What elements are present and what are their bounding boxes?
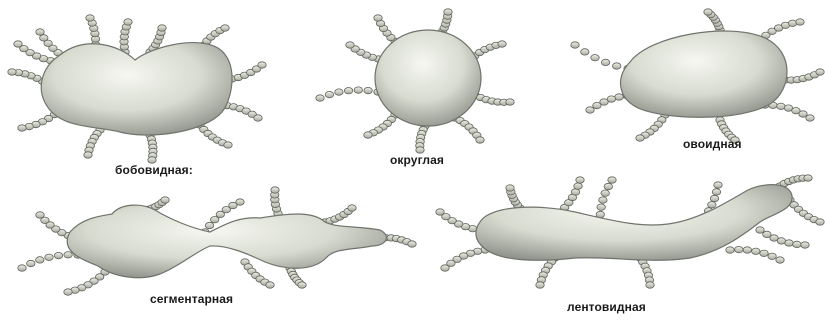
appendage-bead — [571, 42, 579, 48]
appendage-bead — [271, 187, 279, 193]
appendage-bead — [36, 29, 44, 35]
appendage-bead — [364, 87, 372, 93]
label-ribbon: лентовидная — [567, 300, 646, 314]
appendage-bead — [636, 135, 644, 141]
appendage-bead — [735, 246, 743, 252]
ovoid-particle — [571, 9, 824, 143]
label-ovoid: овоидная — [683, 137, 742, 151]
appendage-bead — [576, 177, 584, 183]
appendage-bead — [436, 209, 444, 215]
appendage-bead — [604, 183, 612, 189]
appendage-bead — [726, 247, 734, 253]
appendage-bead — [221, 25, 229, 31]
appendage-bead — [704, 9, 712, 15]
appendage-bead — [498, 41, 506, 47]
appendage-bead — [597, 204, 605, 210]
appendage-bead — [325, 91, 333, 97]
appendage-bead — [124, 19, 132, 25]
appendage-bead — [8, 69, 16, 75]
label-round: округлая — [390, 153, 444, 167]
appendage-bead — [714, 182, 722, 188]
bean-body — [41, 43, 232, 135]
appendage-bead — [608, 177, 616, 183]
appendage-bead — [36, 212, 44, 218]
appendage-bead — [258, 62, 266, 68]
appendage-bead — [54, 252, 62, 258]
appendage-bead — [506, 99, 514, 105]
appendage-bead — [205, 222, 213, 228]
round-particle — [316, 9, 514, 153]
appendage-bead — [316, 95, 324, 101]
appendage-bead — [804, 175, 812, 181]
appendage-bead — [254, 115, 262, 121]
appendage-bead — [346, 42, 354, 48]
appendage-bead — [760, 250, 768, 256]
appendage-bead — [776, 257, 784, 263]
appendage-bead — [36, 257, 44, 263]
appendage-bead — [768, 253, 776, 259]
appendage-bead — [777, 103, 785, 109]
appendage-bead — [18, 125, 26, 131]
appendage-bead — [161, 197, 169, 203]
appendage-bead — [806, 115, 814, 121]
appendage-bead — [298, 282, 306, 288]
appendage-bead — [586, 107, 594, 113]
appendage-bead — [224, 142, 232, 148]
appendage-bead — [801, 242, 809, 248]
appendage-bead — [354, 87, 362, 93]
appendage-bead — [752, 248, 760, 254]
appendage-bead — [601, 190, 609, 196]
appendage-bead — [796, 19, 804, 25]
appendage-bead — [591, 55, 599, 61]
bean-shaped-particle — [8, 15, 266, 163]
appendage-bead — [599, 197, 607, 203]
appendage-bead — [335, 89, 343, 95]
appendage-bead — [374, 15, 382, 21]
appendage-bead — [86, 15, 94, 21]
appendage-bead — [64, 252, 72, 258]
appendage-bead — [785, 240, 793, 246]
appendage-bead — [646, 282, 654, 288]
appendage-bead — [506, 185, 514, 191]
appendage-bead — [476, 137, 484, 143]
appendage-bead — [615, 94, 623, 100]
appendage-bead — [708, 202, 716, 208]
appendage-bead — [777, 238, 785, 244]
appendage-bead — [581, 49, 589, 55]
appendage-bead — [344, 88, 352, 94]
appendage-bead — [45, 254, 53, 260]
appendage-bead — [793, 241, 801, 247]
appendage-bead — [408, 241, 416, 247]
appendage-bead — [536, 282, 544, 288]
ovoid-body — [621, 31, 787, 117]
appendage-bead — [816, 69, 824, 75]
appendage-bead — [14, 41, 22, 47]
appendage-bead — [236, 199, 244, 205]
appendage-bead — [158, 25, 166, 31]
appendage-bead — [444, 9, 452, 15]
appendage-bead — [18, 265, 26, 271]
appendage-bead — [816, 219, 824, 225]
label-bean-shaped: бобовидная: — [115, 163, 193, 177]
appendage-bead — [574, 183, 582, 189]
appendage-bead — [348, 205, 356, 211]
round-body — [375, 30, 481, 126]
appendage-bead — [40, 35, 48, 41]
appendage-bead — [601, 59, 609, 65]
appendage-bead — [27, 260, 35, 266]
appendage-bead — [710, 195, 718, 201]
appendage-bead — [743, 247, 751, 253]
appendage-bead — [712, 189, 720, 195]
appendage-bead — [613, 63, 621, 69]
appendage-bead — [441, 265, 449, 271]
appendage-bead — [64, 289, 72, 295]
appendage-bead — [84, 152, 92, 158]
appendage-bead — [266, 282, 274, 288]
segmented-particle — [18, 187, 416, 295]
ribbon-particle — [436, 175, 824, 288]
label-segmented: сегментарная — [150, 292, 233, 306]
appendage-bead — [364, 132, 372, 138]
